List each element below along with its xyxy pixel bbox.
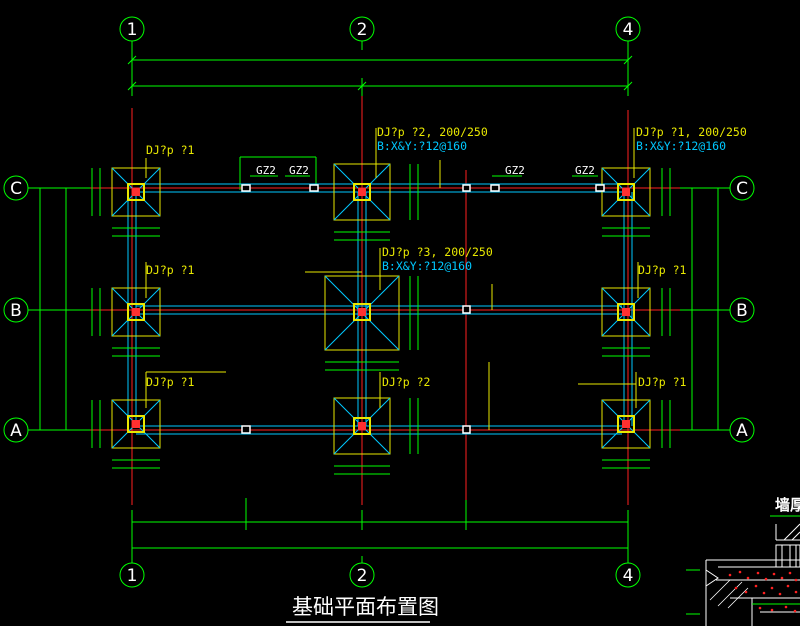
drawing-title: 基础平面布置图 [292,595,439,619]
footing-labels: DJ?p ?1 DJ?p ?2, 200/250 B:X&Y:?12@160 D… [146,125,747,389]
wall-section-detail: 墙厚 [686,496,800,626]
footing-a4-code: DJ?p ?1 [638,375,687,389]
column-label-2: GZ2 [289,164,309,177]
footing-a2-code: DJ?p ?2 [382,375,430,389]
footing-c4-code: DJ?p ?1, 200/250 [636,125,747,139]
footing-dimension-ticks [91,164,671,475]
wall-thickness-label: 墙厚 [775,496,800,514]
footing-c2-code: DJ?p ?2, 200/250 [377,125,488,139]
footing-b2 [324,275,400,351]
footing-b4-code: DJ?p ?1 [638,263,687,277]
axis-label-left-c: C [10,179,22,199]
dimension-lines [34,50,724,556]
footing-a1 [111,399,161,449]
footing-a1-code: DJ?p ?1 [146,375,195,389]
footing-c4 [601,167,651,217]
axis-label-bottom-4: 4 [623,566,634,586]
column-label-4: GZ2 [575,164,595,177]
axis-label-right-c: C [736,179,748,199]
column-labels: GZ2 GZ2 GZ2 GZ2 [256,164,595,177]
footing-b2-code: DJ?p ?3, 200/250 [382,245,493,259]
axis-bubbles [3,16,755,588]
axis-label-top-2: 2 [357,20,368,40]
footing-b2-rebar: B:X&Y:?12@160 [382,259,472,273]
footing-c4-rebar: B:X&Y:?12@160 [636,139,726,153]
footing-b4 [601,287,651,337]
footing-c2-rebar: B:X&Y:?12@160 [377,139,467,153]
footing-b1 [111,287,161,337]
axis-label-left-b: B [10,301,22,321]
footing-c1 [111,167,161,217]
axis-label-left-a: A [10,421,22,441]
footing-b1-code: DJ?p ?1 [146,263,195,277]
column-label-3: GZ2 [505,164,525,177]
axis-center-lines [90,96,680,505]
axis-label-bottom-1: 1 [127,566,138,586]
drawing-title-block: 基础平面布置图 [286,595,439,623]
axis-label-right-a: A [736,421,748,441]
footing-a4 [601,399,651,449]
axis-label-right-b: B [736,301,748,321]
axis-label-top-4: 4 [623,20,634,40]
footings [111,163,651,455]
axis-label-bottom-2: 2 [357,566,368,586]
footing-c1-code: DJ?p ?1 [146,143,195,157]
axis-label-top-1: 1 [127,20,138,40]
axis-labels: 1 2 4 1 2 4 C B A C B A [10,20,748,586]
footing-a2 [333,397,391,455]
label-leaders [145,128,639,430]
structural-columns [241,184,605,434]
wall-rebar-dots [728,570,798,613]
column-label-1: GZ2 [256,164,276,177]
footing-c2 [333,163,391,221]
